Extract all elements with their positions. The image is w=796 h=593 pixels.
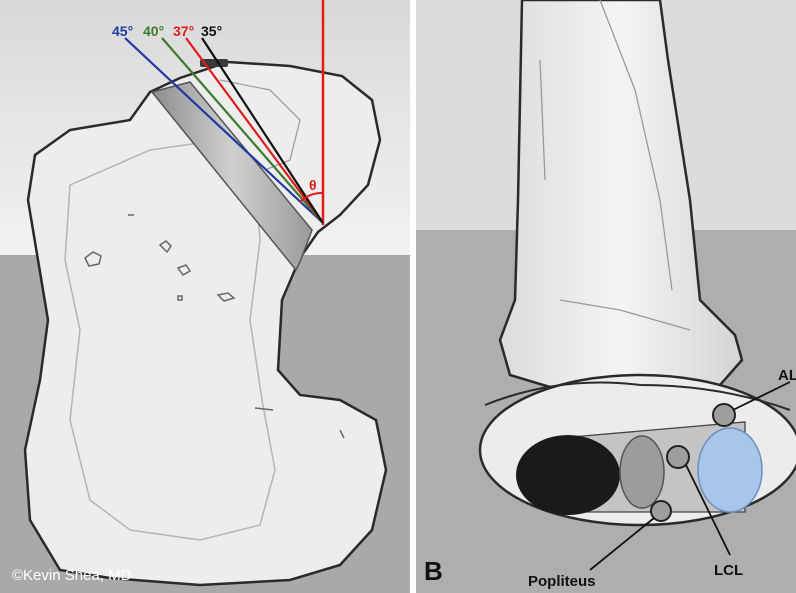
al-label: AL [778,367,796,384]
angle-label-45: 45° [112,23,133,39]
panel-letter-b: B [424,556,443,586]
angle-label-35: 35° [201,23,222,39]
popliteus-label: Popliteus [528,573,596,590]
copyright-text: ©Kevin Shea, MD [12,567,132,584]
angle-label-37: 37° [173,23,194,39]
lcl-label: LCL [714,562,743,579]
panel-b: AL LCL Popliteus B [416,0,796,593]
tunnel-entry-dark [516,435,620,515]
panel-divider [410,0,416,593]
tunnel-exit-grey [620,436,664,508]
angle-label-40: 40° [143,23,164,39]
blue-zone [698,428,762,512]
al-marker [713,404,735,426]
panel-a: θ 45° 40° 37° 35° ©Kevin Shea, MD [0,0,410,593]
lcl-marker [667,446,689,468]
theta-label: θ [309,177,317,193]
